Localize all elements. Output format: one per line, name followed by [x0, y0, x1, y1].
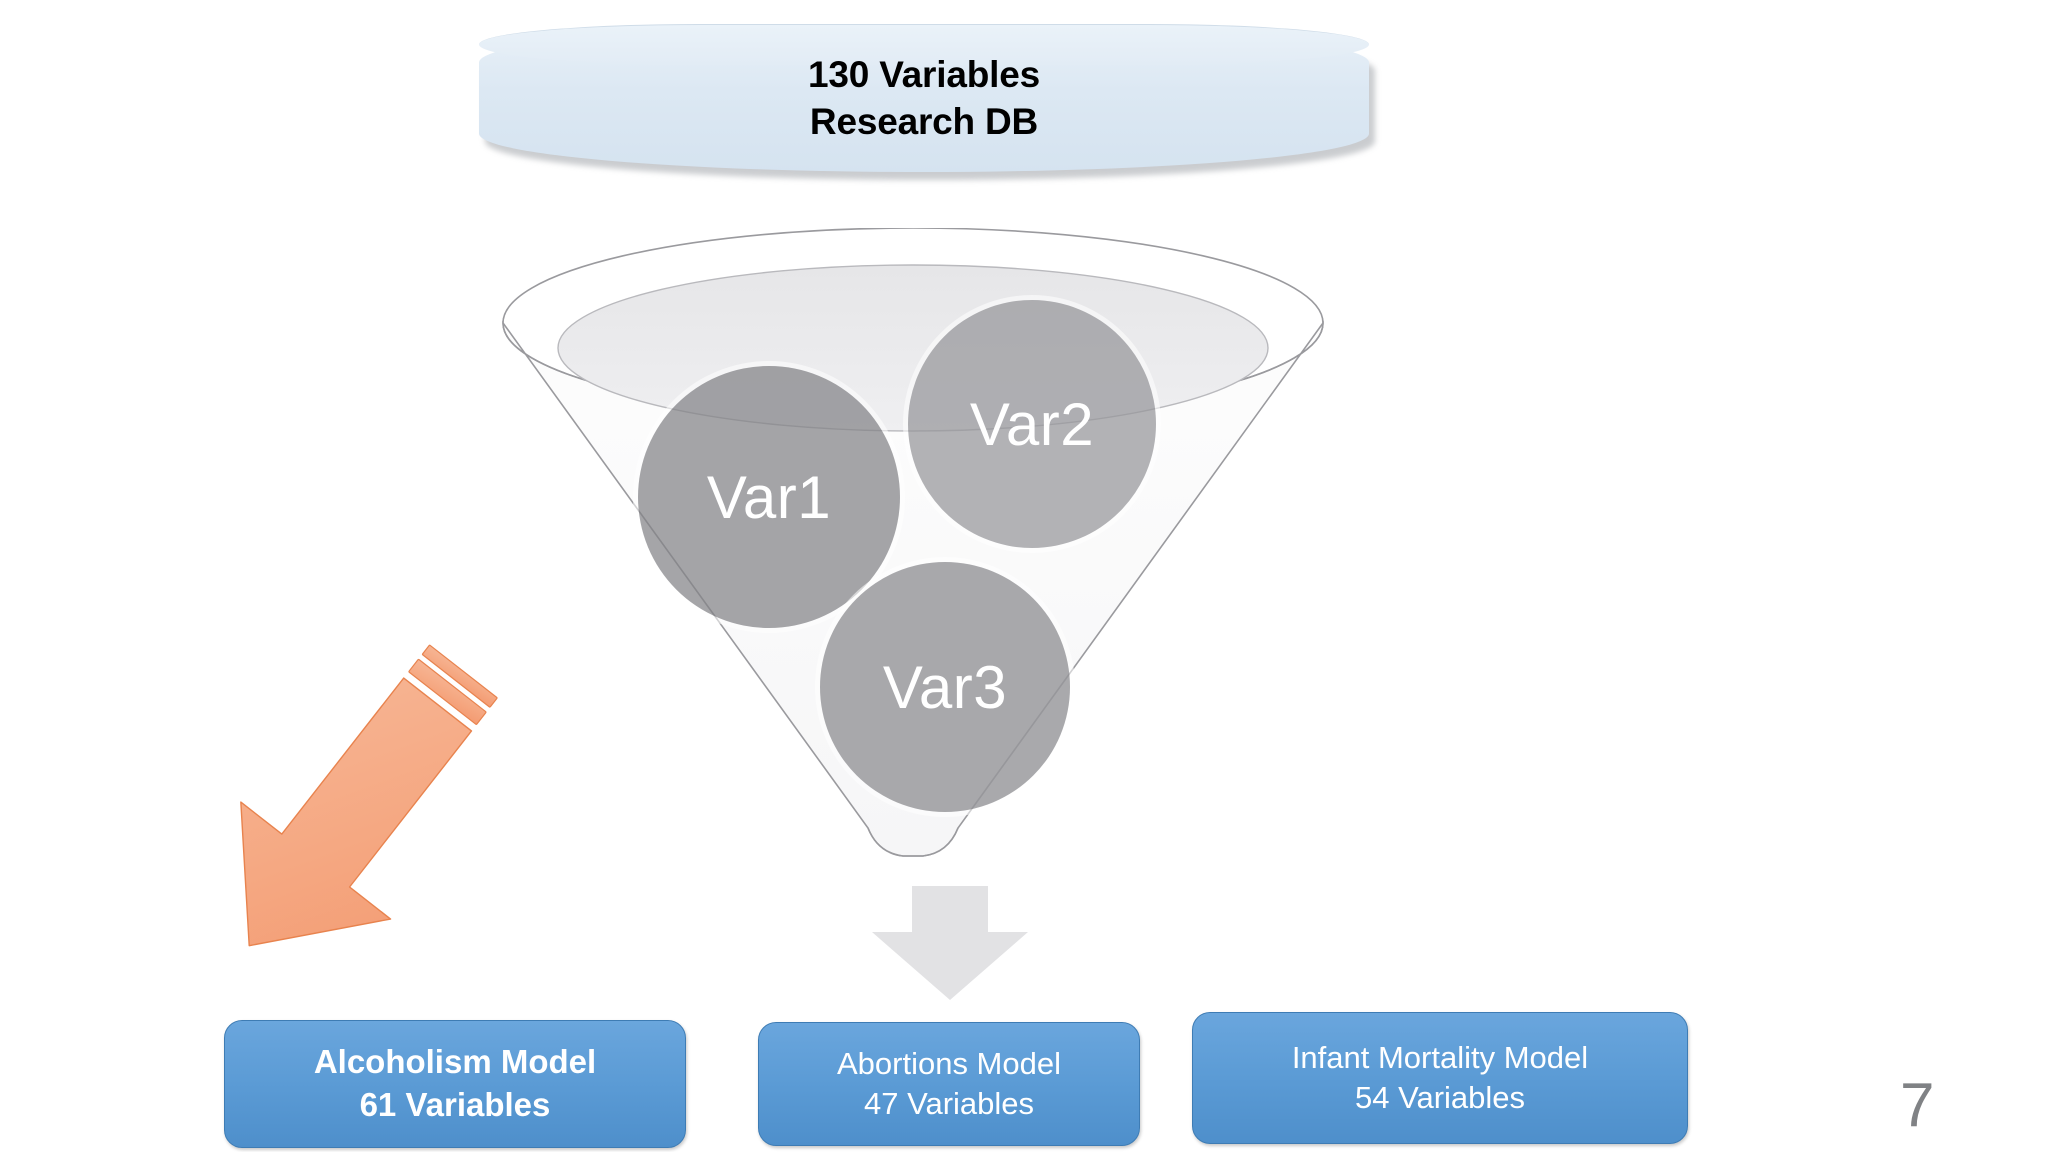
database-line-1: 130 Variables [808, 53, 1040, 95]
down-arrow-icon [872, 886, 1028, 1000]
variable-circle-var2[interactable]: Var2 [908, 300, 1156, 548]
funnel-neck [867, 827, 959, 857]
variable-label-var3: Var3 [882, 653, 1008, 721]
model-alcoholism-count: 61 Variables [359, 1086, 551, 1123]
cylinder-top-face [479, 24, 1369, 65]
model-box-alcoholism[interactable]: Alcoholism Model 61 Variables [224, 1020, 686, 1148]
model-abortions-title: Abortions Model [836, 1045, 1061, 1081]
variable-label-var2: Var2 [969, 390, 1095, 458]
cylinder-label: 130 Variables Research DB [479, 24, 1369, 172]
variable-label-var1: Var1 [706, 463, 832, 531]
model-infant-title: Infant Mortality Model [1291, 1039, 1589, 1075]
research-database-cylinder[interactable]: 130 Variables Research DB [479, 24, 1375, 180]
model-abortions-count: 47 Variables [863, 1086, 1035, 1121]
model-box-infant-mortality[interactable]: Infant Mortality Model 54 Variables [1192, 1012, 1688, 1144]
page-number: 7 [1900, 1071, 1935, 1140]
striped-arrow-icon [240, 644, 498, 947]
model-alcoholism-title: Alcoholism Model [313, 1043, 597, 1081]
variable-circle-var1[interactable]: Var1 [638, 366, 900, 628]
database-line-2: Research DB [809, 101, 1039, 142]
variable-circle-var3[interactable]: Var3 [820, 562, 1070, 812]
gray-down-arrow[interactable] [868, 886, 1032, 1002]
model-infant-count: 54 Variables [1354, 1080, 1526, 1115]
model-box-abortions[interactable]: Abortions Model 47 Variables [758, 1022, 1140, 1146]
orange-striped-arrow[interactable] [200, 640, 500, 990]
